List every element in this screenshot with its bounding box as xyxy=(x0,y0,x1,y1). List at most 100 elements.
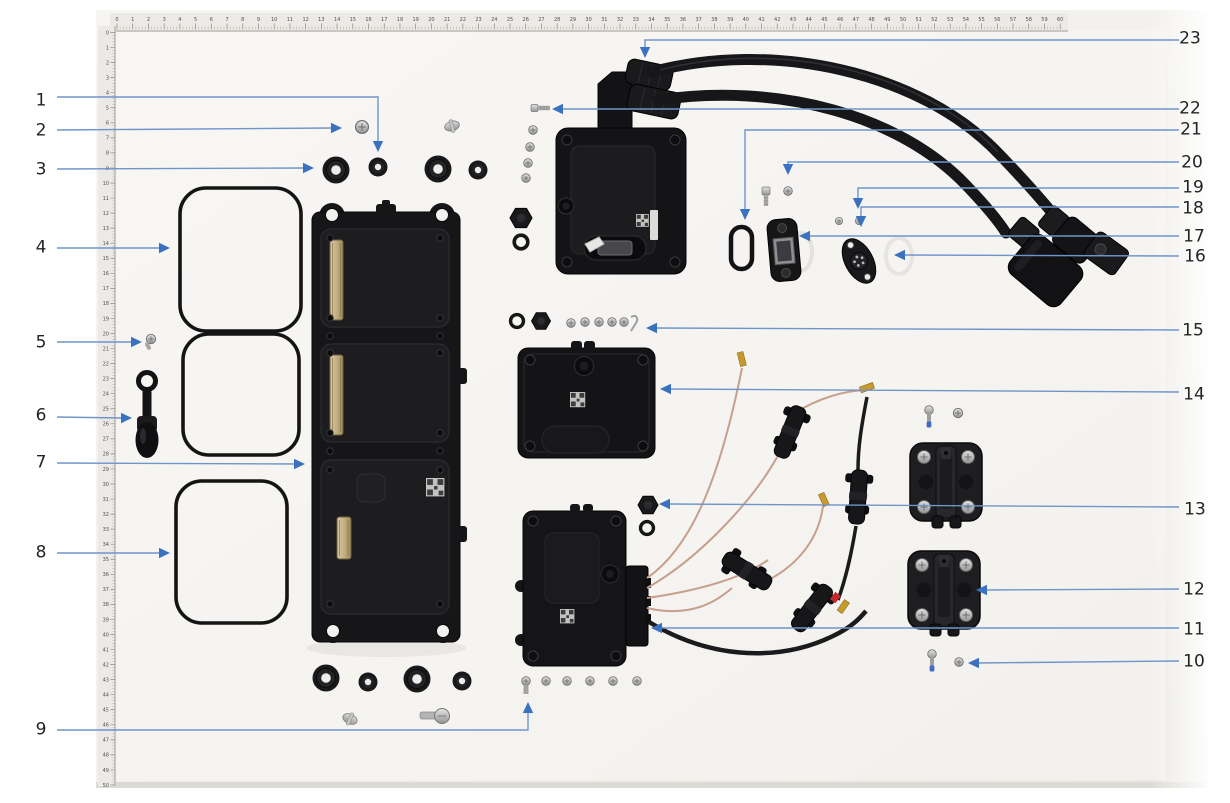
top-ruler-number: 31 xyxy=(601,17,607,23)
grommet-large-2 xyxy=(424,155,452,183)
left-ruler-number: 8 xyxy=(106,151,109,157)
leader-arrow-13 xyxy=(659,498,670,510)
left-ruler-number: 13 xyxy=(103,226,109,232)
grommet-large-3 xyxy=(312,664,340,692)
leader-arrow-6 xyxy=(121,412,132,424)
top-ruler-number: 17 xyxy=(381,17,387,23)
left-ruler-strip xyxy=(98,26,116,786)
top-ruler-number: 34 xyxy=(648,17,654,23)
top-ruler-number: 30 xyxy=(585,17,591,23)
rubber-plug-lanyard xyxy=(135,370,159,458)
leader-line-3 xyxy=(56,167,305,170)
top-ruler-minor-ticks xyxy=(119,26,1058,30)
top-ruler-number: 29 xyxy=(570,17,576,23)
left-ruler-number: 39 xyxy=(103,617,109,623)
leader-arrow-4 xyxy=(159,242,170,254)
top-ruler-number: 51 xyxy=(916,17,922,23)
top-ruler-major-ticks xyxy=(116,23,1061,30)
top-ruler-number: 24 xyxy=(491,17,497,23)
top-ruler-number: 50 xyxy=(900,17,906,23)
callout-leader-lines xyxy=(56,39,1180,731)
silver-screw-top xyxy=(952,407,964,419)
coolant-cables xyxy=(646,54,1129,308)
top-ruler-number: 35 xyxy=(664,17,670,23)
left-ruler-number: 20 xyxy=(103,331,109,337)
leader-arrow-21 xyxy=(739,209,751,220)
gasket-seal-middle xyxy=(181,332,301,457)
top-ruler-number: 60 xyxy=(1057,17,1063,23)
left-ruler-edge xyxy=(114,26,116,786)
leader-arrow-7 xyxy=(294,458,305,470)
top-ruler-number: 19 xyxy=(412,17,418,23)
leader-line-12 xyxy=(985,588,1180,591)
left-ruler-number: 11 xyxy=(103,196,109,202)
leader-arrow-19 xyxy=(852,198,864,209)
leader-arrow-18 xyxy=(855,216,867,227)
top-ruler-number: 27 xyxy=(538,17,544,23)
left-ruler-number: 44 xyxy=(103,693,109,699)
pin-connector-18 xyxy=(841,238,877,284)
board-bottom-edge xyxy=(96,782,1208,788)
red-band xyxy=(829,591,841,604)
left-ruler-number: 32 xyxy=(103,512,109,518)
left-ruler-number: 38 xyxy=(103,602,109,608)
leader-arrow-3 xyxy=(303,162,314,174)
qr-sticker-14 xyxy=(570,392,586,408)
mounting-plate-module xyxy=(306,200,467,657)
left-ruler-number: 50 xyxy=(103,783,109,789)
top-ruler-number: 44 xyxy=(805,17,811,23)
top-ruler-number: 25 xyxy=(507,17,513,23)
grommet-small-4 xyxy=(452,671,472,691)
top-ruler-number: 54 xyxy=(963,17,969,23)
top-ruler-number: 49 xyxy=(884,17,890,23)
left-ruler-number: 35 xyxy=(103,557,109,563)
shoulder-screw xyxy=(419,708,450,724)
leader-line-1 xyxy=(57,96,379,142)
top-ruler-number: 10 xyxy=(271,17,277,23)
gold-connector-strip-1 xyxy=(329,239,344,321)
hex-nut-13 xyxy=(637,495,659,515)
leader-arrow-17 xyxy=(799,230,810,242)
leader-arrow-10 xyxy=(968,657,979,669)
leader-arrow-16 xyxy=(894,249,905,261)
leader-arrow-22 xyxy=(552,103,563,115)
leader-arrow-12 xyxy=(976,584,987,596)
ecu-module-11 xyxy=(515,504,651,667)
top-ruler-number: 57 xyxy=(1010,17,1016,23)
left-ruler-number: 42 xyxy=(103,662,109,668)
leader-line-16 xyxy=(903,254,1180,257)
left-ruler-number: 26 xyxy=(103,422,109,428)
small-screw-5 xyxy=(144,333,157,350)
left-ruler-number: 7 xyxy=(106,136,109,142)
top-ruler-number: 15 xyxy=(350,17,356,23)
white-clip xyxy=(584,236,605,253)
leader-arrow-14 xyxy=(660,383,671,395)
top-ruler-number: 20 xyxy=(428,17,434,23)
leader-line-18 xyxy=(860,206,1179,217)
top-ruler-number: 7 xyxy=(225,17,228,23)
leader-arrow-2 xyxy=(331,122,342,134)
top-ruler-number: 43 xyxy=(790,17,796,23)
leader-line-6 xyxy=(56,416,123,419)
left-ruler-number: 33 xyxy=(103,527,109,533)
top-ruler-number: 38 xyxy=(711,17,717,23)
leader-arrow-5 xyxy=(131,336,142,348)
left-ruler-number: 10 xyxy=(103,181,109,187)
top-ruler-number: 9 xyxy=(257,17,260,23)
leader-line-19 xyxy=(857,187,1179,199)
leader-line-9 xyxy=(57,712,529,731)
ecu-module-14 xyxy=(517,341,656,459)
leader-line-10 xyxy=(977,660,1180,664)
top-ruler-number: 14 xyxy=(334,17,340,23)
pan-screw-2 xyxy=(354,119,370,135)
hinge-upper xyxy=(909,442,983,529)
grommet-small-2 xyxy=(468,160,488,180)
top-ruler-number: 41 xyxy=(758,17,764,23)
leader-arrow-20 xyxy=(782,164,794,175)
top-ruler-number: 18 xyxy=(397,17,403,23)
left-ruler-number: 6 xyxy=(106,121,109,127)
left-ruler-number: 40 xyxy=(103,632,109,638)
top-ruler-number: 16 xyxy=(365,17,371,23)
